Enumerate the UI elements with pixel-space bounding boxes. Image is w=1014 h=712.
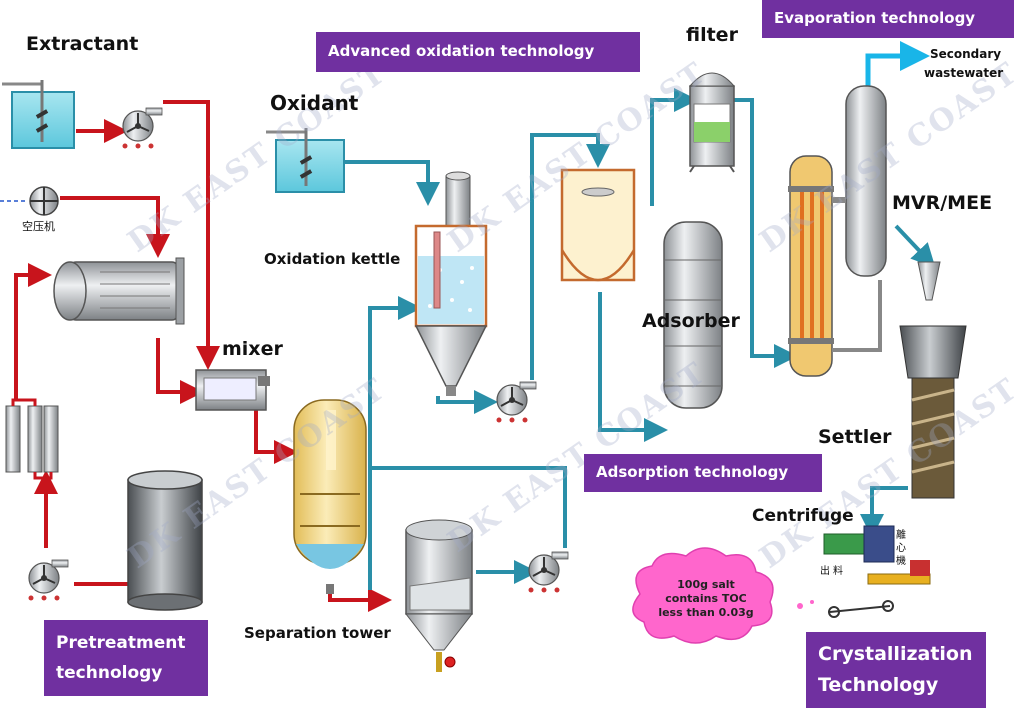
heat-exchanger bbox=[53, 257, 185, 325]
tech-evaporation: Evaporation technology bbox=[762, 0, 1014, 38]
reaction-vessel bbox=[560, 168, 636, 282]
extractant-tank bbox=[2, 80, 75, 149]
tech-evaporation-label: Evaporation technology bbox=[774, 9, 976, 27]
tech-pretreatment: Pretreatment technology bbox=[44, 620, 208, 696]
adsorber-vessel bbox=[663, 221, 723, 409]
toc-callout-cloud bbox=[632, 547, 774, 644]
mixer-unit bbox=[195, 369, 270, 411]
label-filter: filter bbox=[686, 24, 738, 46]
tech-pretreatment-line1: Pretreatment bbox=[56, 633, 186, 653]
label-settler: Settler bbox=[818, 426, 892, 448]
label-centrifuge-cn-1: 離 bbox=[896, 530, 906, 541]
filter-vessel bbox=[688, 72, 736, 173]
pretreatment-pump bbox=[27, 559, 69, 602]
label-separation-tower: Separation tower bbox=[244, 624, 391, 642]
label-centrifuge-cn-2: 心 bbox=[896, 543, 906, 554]
label-oxidant: Oxidant bbox=[270, 91, 359, 115]
label-mixer: mixer bbox=[222, 338, 283, 360]
callout-line3: less than 0.03g bbox=[658, 606, 754, 619]
callout-line1: 100g salt bbox=[677, 578, 735, 591]
label-trough-cn-1: 出 bbox=[820, 566, 830, 577]
tech-adsorption-label: Adsorption technology bbox=[596, 463, 789, 481]
settler-vessel bbox=[899, 261, 967, 499]
label-secondary: Secondary bbox=[930, 47, 1002, 61]
tech-crystallization-line2: Technology bbox=[818, 674, 939, 696]
label-air-compressor: 空压机 bbox=[22, 220, 55, 233]
air-compressor bbox=[29, 186, 59, 216]
extractant-pump bbox=[121, 107, 163, 150]
label-centrifuge: Centrifuge bbox=[752, 506, 854, 526]
label-oxidation-kettle: Oxidation kettle bbox=[264, 250, 401, 268]
label-trough-cn-2: 料 bbox=[833, 566, 843, 577]
red-pipes bbox=[14, 100, 392, 612]
label-mvr-mee: MVR/MEE bbox=[892, 192, 993, 214]
oxidation-kettle-vessel bbox=[414, 171, 488, 396]
cyan-pipe bbox=[865, 41, 930, 86]
small-exchanger bbox=[5, 398, 59, 480]
oxidation-pump bbox=[495, 381, 537, 424]
centrifuge-unit bbox=[797, 525, 931, 618]
callout-line2: contains TOC bbox=[665, 592, 747, 605]
separator-pump bbox=[527, 551, 569, 594]
separator-vessel bbox=[404, 519, 474, 672]
tech-pretreatment-line2: technology bbox=[56, 663, 163, 683]
tech-advanced-oxidation-label: Advanced oxidation technology bbox=[328, 42, 595, 60]
label-wastewater: wastewater bbox=[924, 66, 1004, 80]
mvr-evaporator bbox=[788, 85, 887, 377]
tech-crystallization: Crystallization Technology bbox=[806, 632, 986, 708]
oxidant-tank bbox=[266, 128, 345, 193]
tech-advanced-oxidation: Advanced oxidation technology bbox=[316, 32, 640, 72]
storage-tank bbox=[127, 470, 203, 611]
toc-callout-text: 100g salt contains TOC less than 0.03g bbox=[650, 578, 762, 620]
separation-tower-vessel bbox=[293, 399, 367, 594]
tech-adsorption: Adsorption technology bbox=[584, 454, 822, 492]
label-adsorber: Adsorber bbox=[642, 310, 740, 332]
tech-crystallization-line1: Crystallization bbox=[818, 643, 973, 665]
label-extractant: Extractant bbox=[26, 33, 139, 55]
label-centrifuge-cn-3: 機 bbox=[896, 556, 906, 567]
teal-pipes bbox=[345, 88, 936, 590]
